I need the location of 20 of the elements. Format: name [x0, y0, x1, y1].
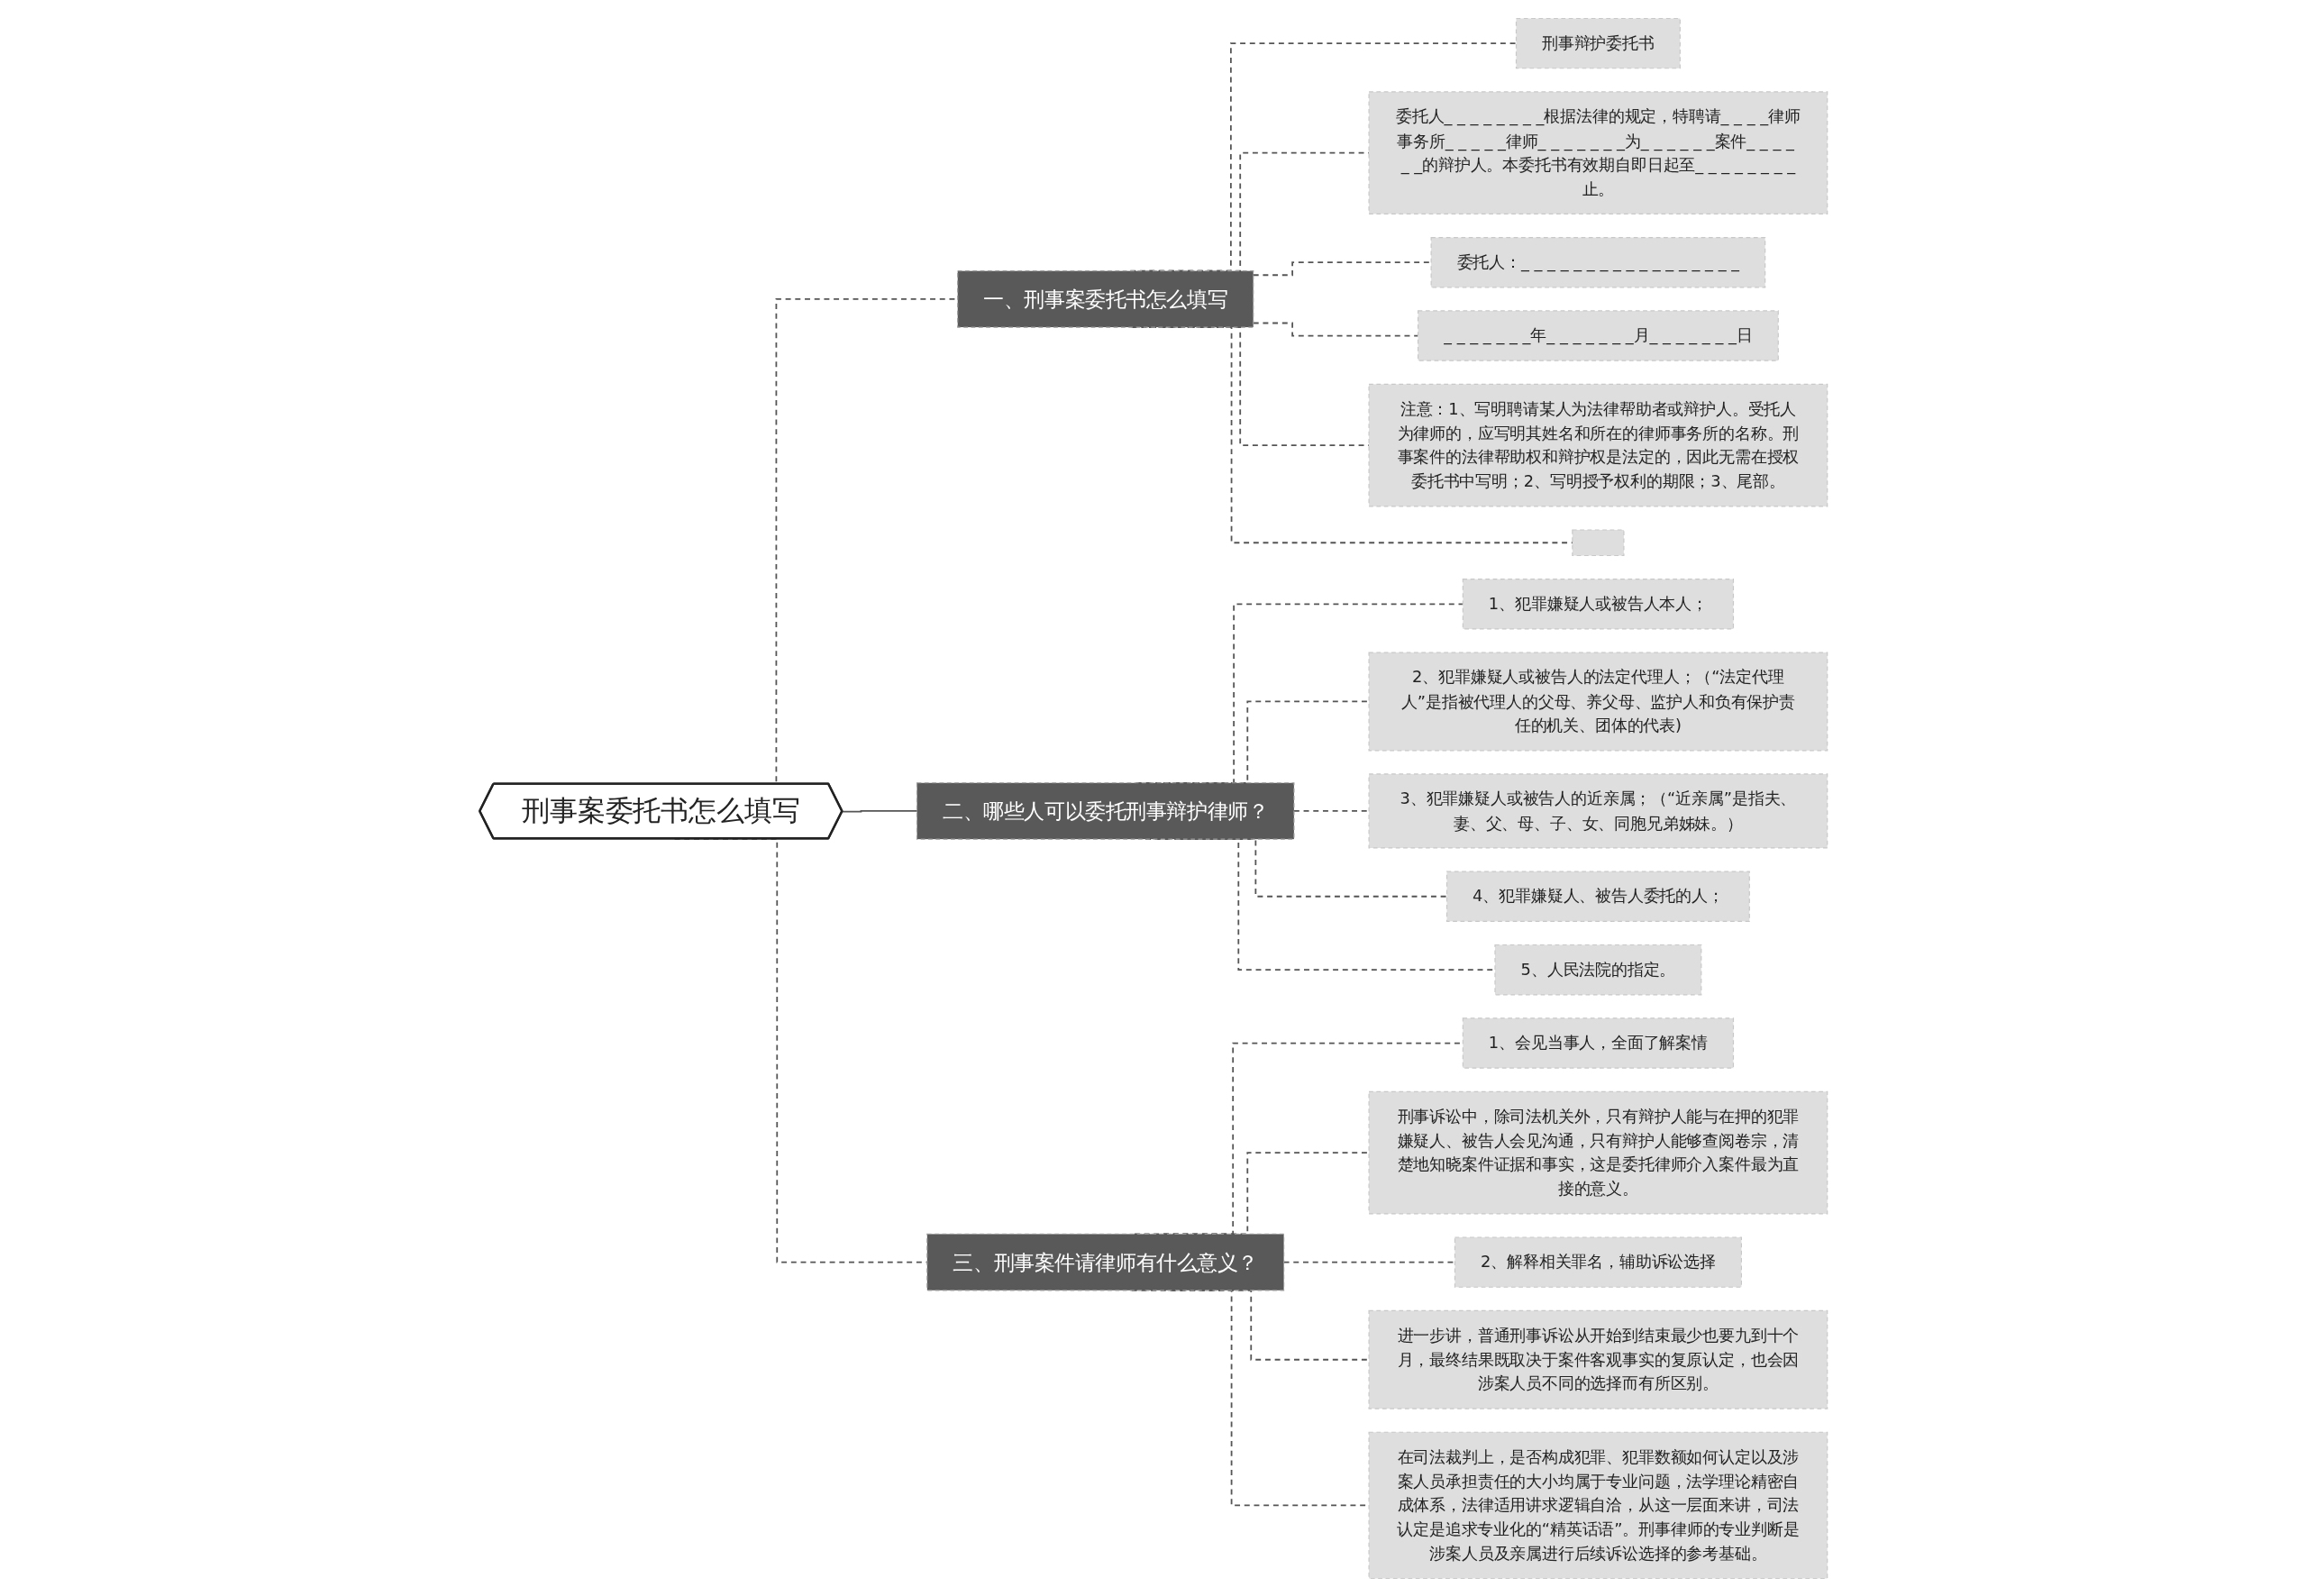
node-box: 2、解释相关罪名，辅助诉讼选择: [1454, 1236, 1742, 1288]
node-box: 进一步讲，普通刑事诉讼从开始到结束最少也要九到十个月，最终结果既取决于案件客观事实的复原认定，也会因涉案人员不同的选择而有所区别。: [1368, 1309, 1828, 1409]
connector: [1293, 809, 1370, 812]
node-box: 5、人民法院的指定。: [1494, 944, 1702, 995]
node-box: _ _ _ _ _ _ _年_ _ _ _ _ _ _月_ _ _ _ _ _ _日: [1417, 309, 1779, 361]
node-box: 刑事诉讼中，除司法机关外，只有辩护人能与在押的犯罪嫌疑人、被告人会见沟通，只有辩护人能够查阅卷宗，清楚地知晓案件证据和事实，这是委托律师介入案件最为直接的意义。: [1368, 1090, 1828, 1214]
node-box: 4、犯罪嫌疑人、被告人委托的人；: [1445, 871, 1750, 922]
node-box: 三、刑事案件请律师有什么意义？: [926, 1233, 1285, 1290]
node-box: 刑事辩护委托书: [1515, 17, 1681, 68]
node-box: 1、犯罪嫌疑人或被告人本人；: [1462, 578, 1735, 630]
node-box: 委托人：_ _ _ _ _ _ _ _ _ _ _ _ _ _ _ _ _: [1430, 236, 1766, 287]
node-box: 注意：1、写明聘请某人为法律帮助者或辩护人。受托人为律师的，应写明其姓名和所在的律师事务所的名称。刑事案件的法律帮助权和辩护权是法定的，因此无需在授权委托书中写明；2、写明授予权利的期限；3、尾部。: [1368, 383, 1828, 506]
node-box: [1572, 528, 1625, 556]
node-box: 二、哪些人可以委托刑事辩护律师？: [916, 781, 1295, 840]
node-box: 一、刑事案委托书怎么填写: [957, 269, 1254, 328]
node-box: 2、犯罪嫌疑人或被告人的法定代理人；（“法定代理人”是指被代理人的父母、养父母、监护人和负有保护责任的机关、团体的代表): [1368, 651, 1828, 751]
node-box: 在司法裁判上，是否构成犯罪、犯罪数额如何认定以及涉案人员承担责任的大小均属于专业问题，法学理论精密自成体系，法律适用讲求逻辑自洽，从这一层面来讲，司法认定是追求专业化的“精英话语”。刑事律师的专业判断是涉案人员及亲属进行后续诉讼选择的参考基础。: [1368, 1431, 1828, 1579]
node-box: 1、会见当事人，全面了解案情: [1462, 1017, 1735, 1069]
node-box: 3、犯罪嫌疑人或被告人的近亲属；（“近亲属”是指夫、妻、父、母、子、女、同胞兄弟姊妹。）: [1368, 772, 1828, 849]
node-box: 委托人_ _ _ _ _ _ _ _根据法律的规定，特聘请_ _ _ _律师事务所_ _ _ _ _律师_ _ _ _ _ _ _为_ _ _ _ _ _案件_ _ _ _ _ _的辩护人。本委托书有效期自即日起至_ _ _ _ _ _ _ _止。: [1368, 90, 1828, 214]
